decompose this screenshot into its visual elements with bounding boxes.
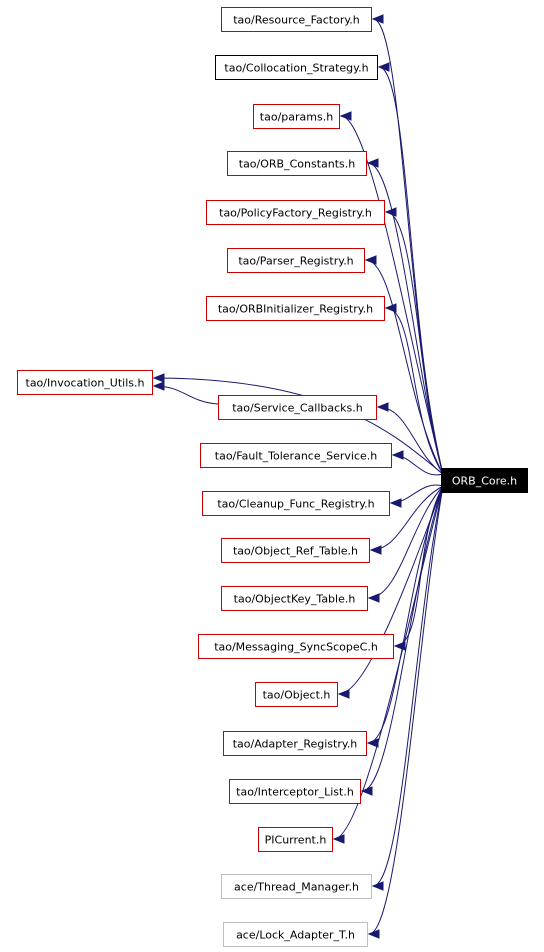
edge-orb_core-to-parser_registry	[364, 255, 444, 475]
node-box	[200, 443, 392, 468]
node-box	[215, 55, 378, 80]
node-box	[221, 7, 372, 32]
node-lock_adapter_t[interactable]: ace/Lock_Adapter_T.h	[223, 922, 368, 947]
edge-orb_core-to-interceptor_list	[360, 485, 444, 796]
node-objectkey_table[interactable]: tao/ObjectKey_Table.h	[221, 586, 368, 611]
node-params[interactable]: tao/params.h	[253, 104, 340, 129]
edge-service_callbacks-to-invocation_utils	[152, 381, 219, 405]
edge-orb_core-to-policyfactory_registry	[384, 207, 444, 475]
node-box	[221, 874, 372, 899]
node-box	[17, 370, 153, 395]
node-box	[218, 395, 377, 420]
node-label: tao/params.h	[260, 111, 333, 124]
edge-orb_core-to-cleanup_func_registry	[389, 484, 444, 508]
node-box	[223, 731, 367, 756]
node-messaging_syncscopec[interactable]: tao/Messaging_SyncScopeC.h	[198, 634, 394, 659]
node-label: PICurrent.h	[265, 834, 327, 847]
edge-orb_core-to-picurrent	[332, 485, 444, 844]
node-label: tao/Parser_Registry.h	[238, 255, 353, 268]
node-box	[198, 634, 394, 659]
node-cleanup_func_registry[interactable]: tao/Cleanup_Func_Registry.h	[202, 491, 390, 516]
node-box	[202, 491, 390, 516]
node-label: tao/ORB_Constants.h	[239, 158, 356, 171]
node-collocation_strategy[interactable]: tao/Collocation_Strategy.h	[215, 55, 378, 80]
node-box	[258, 827, 333, 852]
node-box	[227, 248, 365, 273]
node-orb_core[interactable]: ORB_Core.h	[441, 468, 528, 493]
node-label: tao/Object.h	[263, 689, 331, 702]
node-label: tao/Interceptor_List.h	[236, 786, 354, 799]
edge-orb_core-to-params	[339, 111, 444, 475]
node-label: tao/ObjectKey_Table.h	[234, 593, 356, 606]
node-box	[221, 586, 368, 611]
edge-orb_core-to-object_ref_table	[369, 485, 444, 555]
edge-orb_core-to-collocation_strategy	[377, 62, 444, 475]
node-resource_factory[interactable]: tao/Resource_Factory.h	[221, 7, 372, 32]
node-box	[253, 104, 340, 129]
node-label: tao/ORBInitializer_Registry.h	[218, 303, 373, 316]
node-fault_tolerance_service[interactable]: tao/Fault_Tolerance_Service.h	[200, 443, 392, 468]
node-interceptor_list[interactable]: tao/Interceptor_List.h	[229, 779, 361, 804]
node-invocation_utils[interactable]: tao/Invocation_Utils.h	[17, 370, 153, 395]
node-box	[223, 922, 368, 947]
node-label: tao/Service_Callbacks.h	[232, 402, 363, 415]
node-picurrent[interactable]: PICurrent.h	[258, 827, 333, 852]
node-label: tao/Messaging_SyncScopeC.h	[214, 641, 378, 654]
node-object[interactable]: tao/Object.h	[255, 682, 338, 707]
edge-orb_core-to-lock_adapter_t	[367, 485, 444, 939]
node-adapter_registry[interactable]: tao/Adapter_Registry.h	[223, 731, 367, 756]
nodes-layer: ORB_Core.h tao/Resource_Factory.h tao/Coll…	[17, 7, 528, 947]
node-label: tao/Invocation_Utils.h	[26, 377, 145, 390]
edge-orb_core-to-objectkey_table	[367, 485, 444, 603]
node-label: tao/Object_Ref_Table.h	[233, 545, 358, 558]
edge-orb_core-to-thread_manager	[371, 485, 444, 891]
node-label: ace/Lock_Adapter_T.h	[236, 929, 355, 942]
node-label: ace/Thread_Manager.h	[234, 881, 359, 894]
node-parser_registry[interactable]: tao/Parser_Registry.h	[227, 248, 365, 273]
node-label: tao/Resource_Factory.h	[233, 14, 360, 27]
node-service_callbacks[interactable]: tao/Service_Callbacks.h	[218, 395, 377, 420]
node-object_ref_table[interactable]: tao/Object_Ref_Table.h	[221, 538, 370, 563]
node-label: tao/Collocation_Strategy.h	[224, 62, 368, 75]
node-box	[227, 151, 367, 176]
edge-orb_core-to-orbinitializer_registry	[384, 303, 444, 475]
edge-orb_core-to-fault_tolerance_service	[391, 450, 444, 476]
node-box	[206, 200, 385, 225]
node-orb_constants[interactable]: tao/ORB_Constants.h	[227, 151, 367, 176]
node-box	[441, 468, 528, 493]
node-policyfactory_registry[interactable]: tao/PolicyFactory_Registry.h	[206, 200, 385, 225]
node-box	[206, 296, 385, 321]
node-orbinitializer_registry[interactable]: tao/ORBInitializer_Registry.h	[206, 296, 385, 321]
node-label: tao/PolicyFactory_Registry.h	[219, 207, 372, 220]
node-label: tao/Cleanup_Func_Registry.h	[217, 498, 374, 511]
node-thread_manager[interactable]: ace/Thread_Manager.h	[221, 874, 372, 899]
node-box	[255, 682, 338, 707]
edge-orb_core-to-service_callbacks	[376, 402, 444, 475]
node-label: tao/Fault_Tolerance_Service.h	[215, 450, 377, 463]
node-label: tao/Adapter_Registry.h	[233, 738, 358, 751]
node-box	[221, 538, 370, 563]
node-label: ORB_Core.h	[452, 475, 517, 488]
node-box	[229, 779, 361, 804]
